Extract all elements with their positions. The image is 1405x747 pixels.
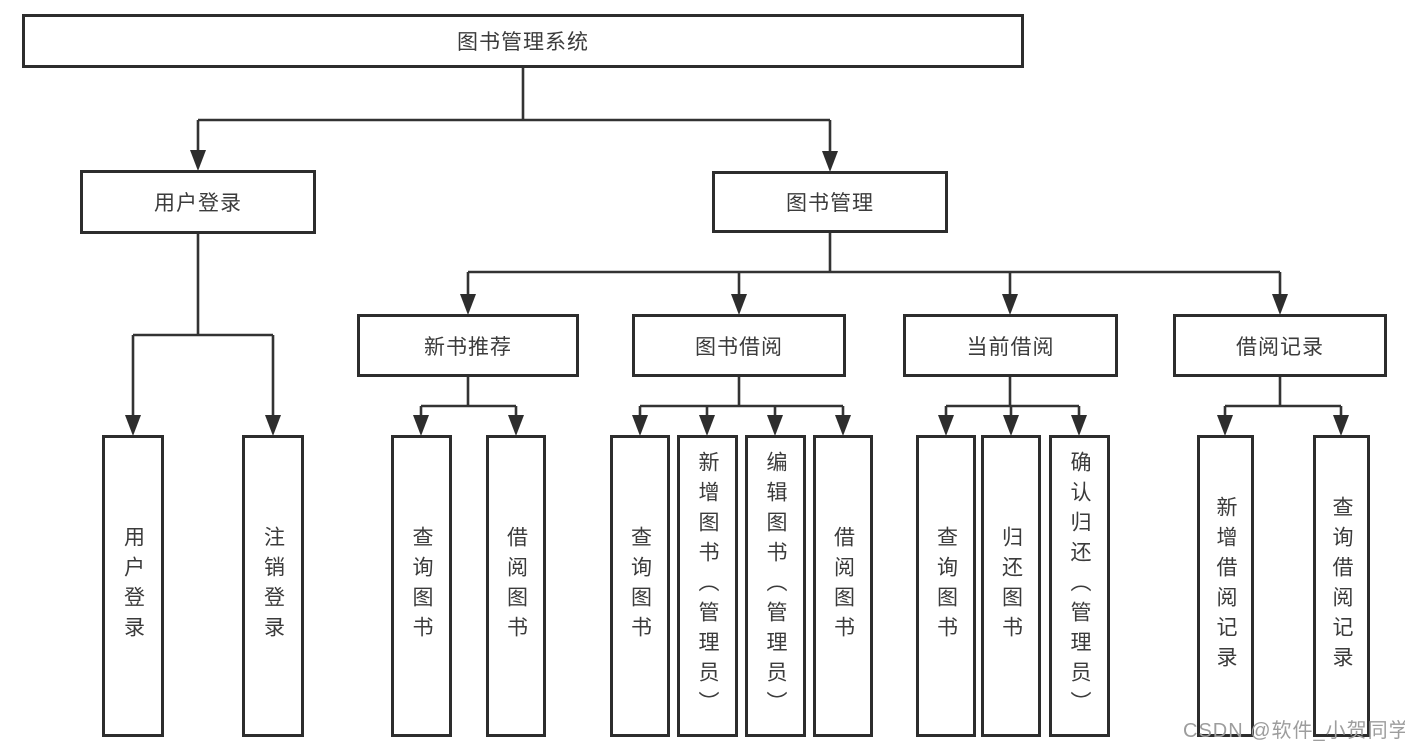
leaf-user-login-label: 用户登录 <box>121 526 145 646</box>
node-book-borrow-label: 图书借阅 <box>695 335 783 359</box>
leaf-logout: 注销登录 <box>242 435 304 737</box>
leaf-query-borrow-record-label: 查询借阅记录 <box>1330 496 1353 676</box>
leaf-query-books-current: 查询图书 <box>916 435 976 737</box>
leaf-logout-label: 注销登录 <box>261 526 285 646</box>
leaf-query-borrow-record: 查询借阅记录 <box>1313 435 1370 737</box>
leaf-query-books-borrow-label: 查询图书 <box>628 526 652 646</box>
leaf-edit-book-admin-label: 编辑图书（管理员） <box>764 451 787 721</box>
arrowheads <box>125 150 1349 436</box>
node-root: 图书管理系统 <box>22 14 1024 68</box>
leaf-add-book-admin-label: 新增图书（管理员） <box>696 451 719 721</box>
leaf-borrow-books: 借阅图书 <box>813 435 873 737</box>
node-user-login-label: 用户登录 <box>154 192 242 215</box>
leaf-borrow-books-label: 借阅图书 <box>831 526 855 646</box>
node-book-borrow: 图书借阅 <box>632 314 846 377</box>
leaf-add-borrow-record-label: 新增借阅记录 <box>1214 496 1237 676</box>
node-book-management-label: 图书管理 <box>786 192 874 215</box>
leaf-query-books-recommend-label: 查询图书 <box>410 526 433 646</box>
node-new-book-recommend: 新书推荐 <box>357 314 579 377</box>
leaf-query-books-borrow: 查询图书 <box>610 435 670 737</box>
leaf-query-books-recommend: 查询图书 <box>391 435 452 737</box>
leaf-borrow-books-recommend: 借阅图书 <box>486 435 546 737</box>
leaf-user-login: 用户登录 <box>102 435 164 737</box>
node-user-login: 用户登录 <box>80 170 316 234</box>
leaf-add-borrow-record: 新增借阅记录 <box>1197 435 1254 737</box>
node-borrow-records: 借阅记录 <box>1173 314 1387 377</box>
leaf-borrow-books-recommend-label: 借阅图书 <box>504 526 528 646</box>
leaf-confirm-return-admin: 确认归还（管理员） <box>1049 435 1110 737</box>
node-book-management: 图书管理 <box>712 171 948 233</box>
csdn-watermark: CSDN @软件_小贺同学 <box>1183 720 1405 742</box>
node-current-borrow-label: 当前借阅 <box>966 335 1055 359</box>
leaf-add-book-admin: 新增图书（管理员） <box>677 435 738 737</box>
node-root-label: 图书管理系统 <box>457 31 589 54</box>
leaf-edit-book-admin: 编辑图书（管理员） <box>745 435 806 737</box>
node-new-book-recommend-label: 新书推荐 <box>424 335 512 359</box>
node-borrow-records-label: 借阅记录 <box>1236 335 1324 359</box>
leaf-confirm-return-admin-label: 确认归还（管理员） <box>1068 451 1091 721</box>
leaf-query-books-current-label: 查询图书 <box>934 526 958 646</box>
node-current-borrow: 当前借阅 <box>903 314 1118 377</box>
leaf-return-books: 归还图书 <box>981 435 1041 737</box>
leaf-return-books-label: 归还图书 <box>999 526 1023 646</box>
